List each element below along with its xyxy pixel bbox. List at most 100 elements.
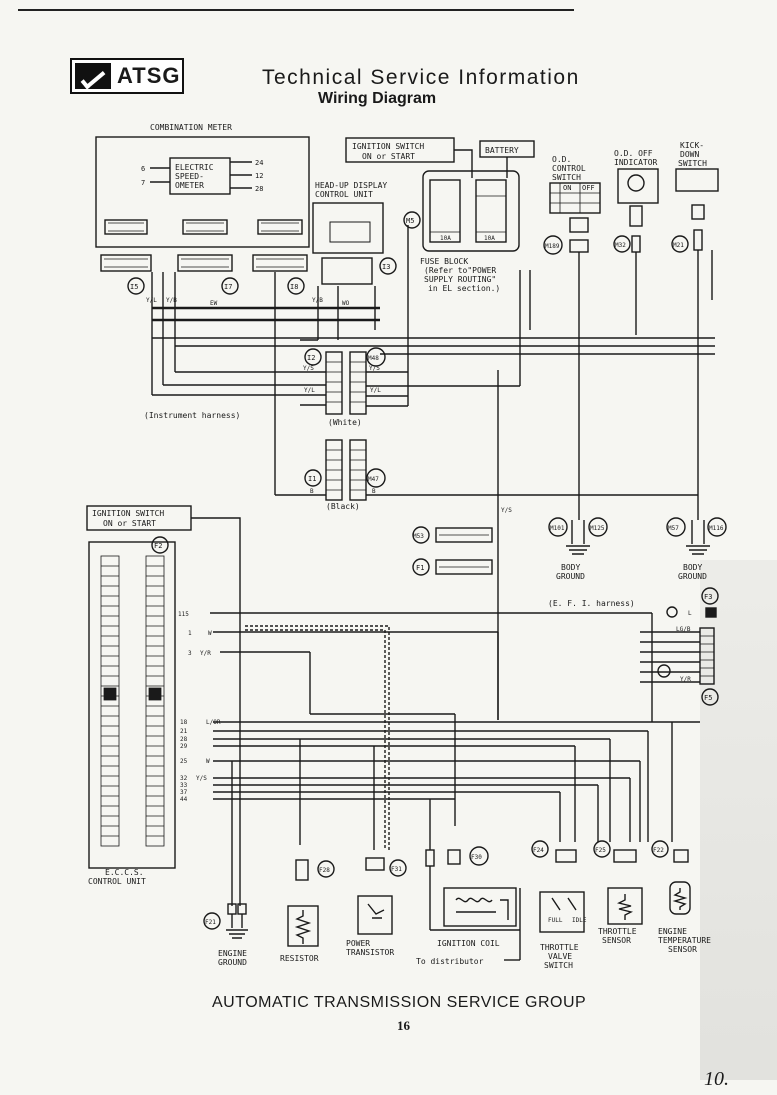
od-label-3: SWITCH xyxy=(552,173,581,182)
odoff-label-1: O.D. OFF xyxy=(614,149,653,158)
svg-text:F2: F2 xyxy=(154,542,162,550)
svg-text:EW: EW xyxy=(210,300,218,307)
od-control-switch-table xyxy=(549,182,601,214)
fuse-block xyxy=(422,170,520,252)
svg-text:Y/L: Y/L xyxy=(146,297,157,304)
combination-meter-box xyxy=(95,136,310,248)
od-off: OFF xyxy=(582,184,595,192)
ys-label: Y/S xyxy=(501,507,512,514)
efi-harness-label: (E. F. I. harness) xyxy=(548,599,635,608)
connector-i8: I8 xyxy=(287,277,305,295)
svg-text:ENGINE: ENGINE xyxy=(658,927,687,936)
eccs-control-unit xyxy=(88,541,176,869)
svg-text:SENSOR: SENSOR xyxy=(602,936,631,945)
eccs-label-2: CONTROL UNIT xyxy=(88,877,146,886)
svg-text:THROTTLE: THROTTLE xyxy=(598,927,637,936)
svg-text:F30: F30 xyxy=(471,854,482,861)
svg-text:F28: F28 xyxy=(319,867,330,874)
eccs-connector-strips xyxy=(100,555,165,847)
svg-text:29: 29 xyxy=(180,743,188,750)
hud-control-unit xyxy=(312,202,384,254)
svg-text:F5: F5 xyxy=(704,694,712,702)
atsg-logo: ATSG xyxy=(70,58,184,94)
od-on: ON xyxy=(563,184,571,192)
svg-text:Y/R: Y/R xyxy=(680,676,691,683)
page-number: 16 xyxy=(397,1018,410,1033)
speedometer-box xyxy=(169,157,231,195)
svg-text:W: W xyxy=(206,758,210,765)
svg-text:LG/B: LG/B xyxy=(676,626,691,633)
connector-m5: M5 xyxy=(403,211,421,229)
svg-text:B: B xyxy=(310,488,314,495)
svg-text:M48: M48 xyxy=(368,355,379,362)
upper-harness: EW WO Y/L Y/B Y/B xyxy=(146,225,715,496)
ignition-switch-label: IGNITION SWITCH xyxy=(352,142,424,151)
instrument-harness-label: (Instrument harness) xyxy=(144,411,240,420)
ignition-switch-state-2: ON or START xyxy=(103,519,156,528)
svg-text:ENGINE: ENGINE xyxy=(218,949,247,958)
svg-text:1: 1 xyxy=(188,630,192,637)
connector-i2-m48: I2 M48 Y/S Y/S Y/L Y/L xyxy=(300,347,520,415)
svg-text:18: 18 xyxy=(180,719,188,726)
svg-text:BODY: BODY xyxy=(683,563,702,572)
svg-text:RESISTOR: RESISTOR xyxy=(280,954,319,963)
svg-text:POWER: POWER xyxy=(346,939,370,948)
svg-text:TEMPERATURE: TEMPERATURE xyxy=(658,936,711,945)
svg-text:SWITCH: SWITCH xyxy=(544,961,573,970)
pin-28: 28 xyxy=(255,185,263,193)
svg-text:M47: M47 xyxy=(368,476,379,483)
eccs-wiring xyxy=(210,612,700,906)
resistor: F28 RESISTOR xyxy=(280,859,335,963)
svg-text:I7: I7 xyxy=(224,283,232,291)
footer-org: AUTOMATIC TRANSMISSION SERVICE GROUP xyxy=(212,994,587,1011)
svg-text:THROTTLE: THROTTLE xyxy=(540,943,579,952)
pin-6: 6 xyxy=(141,165,145,173)
svg-text:I2: I2 xyxy=(307,354,315,362)
svg-text:21: 21 xyxy=(180,728,188,735)
efi-connector xyxy=(705,607,717,618)
svg-text:TRANSISTOR: TRANSISTOR xyxy=(346,948,394,957)
svg-text:M116: M116 xyxy=(709,525,724,532)
od-label-1: O.D. xyxy=(552,155,571,164)
svg-text:F31: F31 xyxy=(391,866,402,873)
page-subtitle: Wiring Diagram xyxy=(318,90,437,107)
pin-24: 24 xyxy=(255,159,263,167)
connector-f1: F1 xyxy=(412,558,493,576)
svg-text:I3: I3 xyxy=(382,263,390,271)
svg-text:To distributor: To distributor xyxy=(416,957,484,966)
connector-f5-block: F5 LG/B Y/R xyxy=(640,626,719,706)
svg-text:BODY: BODY xyxy=(561,563,580,572)
svg-text:25: 25 xyxy=(180,758,188,765)
ignition-switch-state: ON or START xyxy=(362,152,415,161)
svg-text:115: 115 xyxy=(178,611,189,618)
connector-f2: F2 xyxy=(151,536,169,554)
od-label-2: CONTROL xyxy=(552,164,586,173)
svg-text:Y/L: Y/L xyxy=(304,387,315,394)
handwritten-number: 10. xyxy=(704,1068,729,1090)
fuse-block-label: FUSE BLOCK xyxy=(420,257,468,266)
svg-text:44: 44 xyxy=(180,796,188,803)
white-connector-label: (White) xyxy=(328,418,362,427)
svg-text:I5: I5 xyxy=(130,283,138,291)
od-off-indicator xyxy=(617,168,659,204)
meter-connectors xyxy=(100,219,308,272)
svg-text:M101: M101 xyxy=(550,525,565,532)
checkmark-icon xyxy=(75,63,111,89)
svg-text:M32: M32 xyxy=(615,242,626,249)
svg-text:Y/B: Y/B xyxy=(312,297,323,304)
svg-text:Y/R: Y/R xyxy=(200,650,211,657)
svg-text:F24: F24 xyxy=(533,847,544,854)
scan-shadow xyxy=(700,560,777,1080)
black-connector-label: (Black) xyxy=(326,502,360,511)
svg-text:I1: I1 xyxy=(308,475,316,483)
hud-connector xyxy=(321,257,373,285)
svg-text:SENSOR: SENSOR xyxy=(668,945,697,954)
odoff-label-2: INDICATOR xyxy=(614,158,658,167)
svg-text:M53: M53 xyxy=(413,533,424,540)
svg-text:Y/S: Y/S xyxy=(369,365,380,372)
fuse-10a-2: 10A xyxy=(484,235,495,242)
svg-text:B: B xyxy=(372,488,376,495)
combination-meter-label: COMBINATION METER xyxy=(150,123,232,132)
svg-text:33: 33 xyxy=(180,782,188,789)
svg-text:M189: M189 xyxy=(545,243,560,250)
